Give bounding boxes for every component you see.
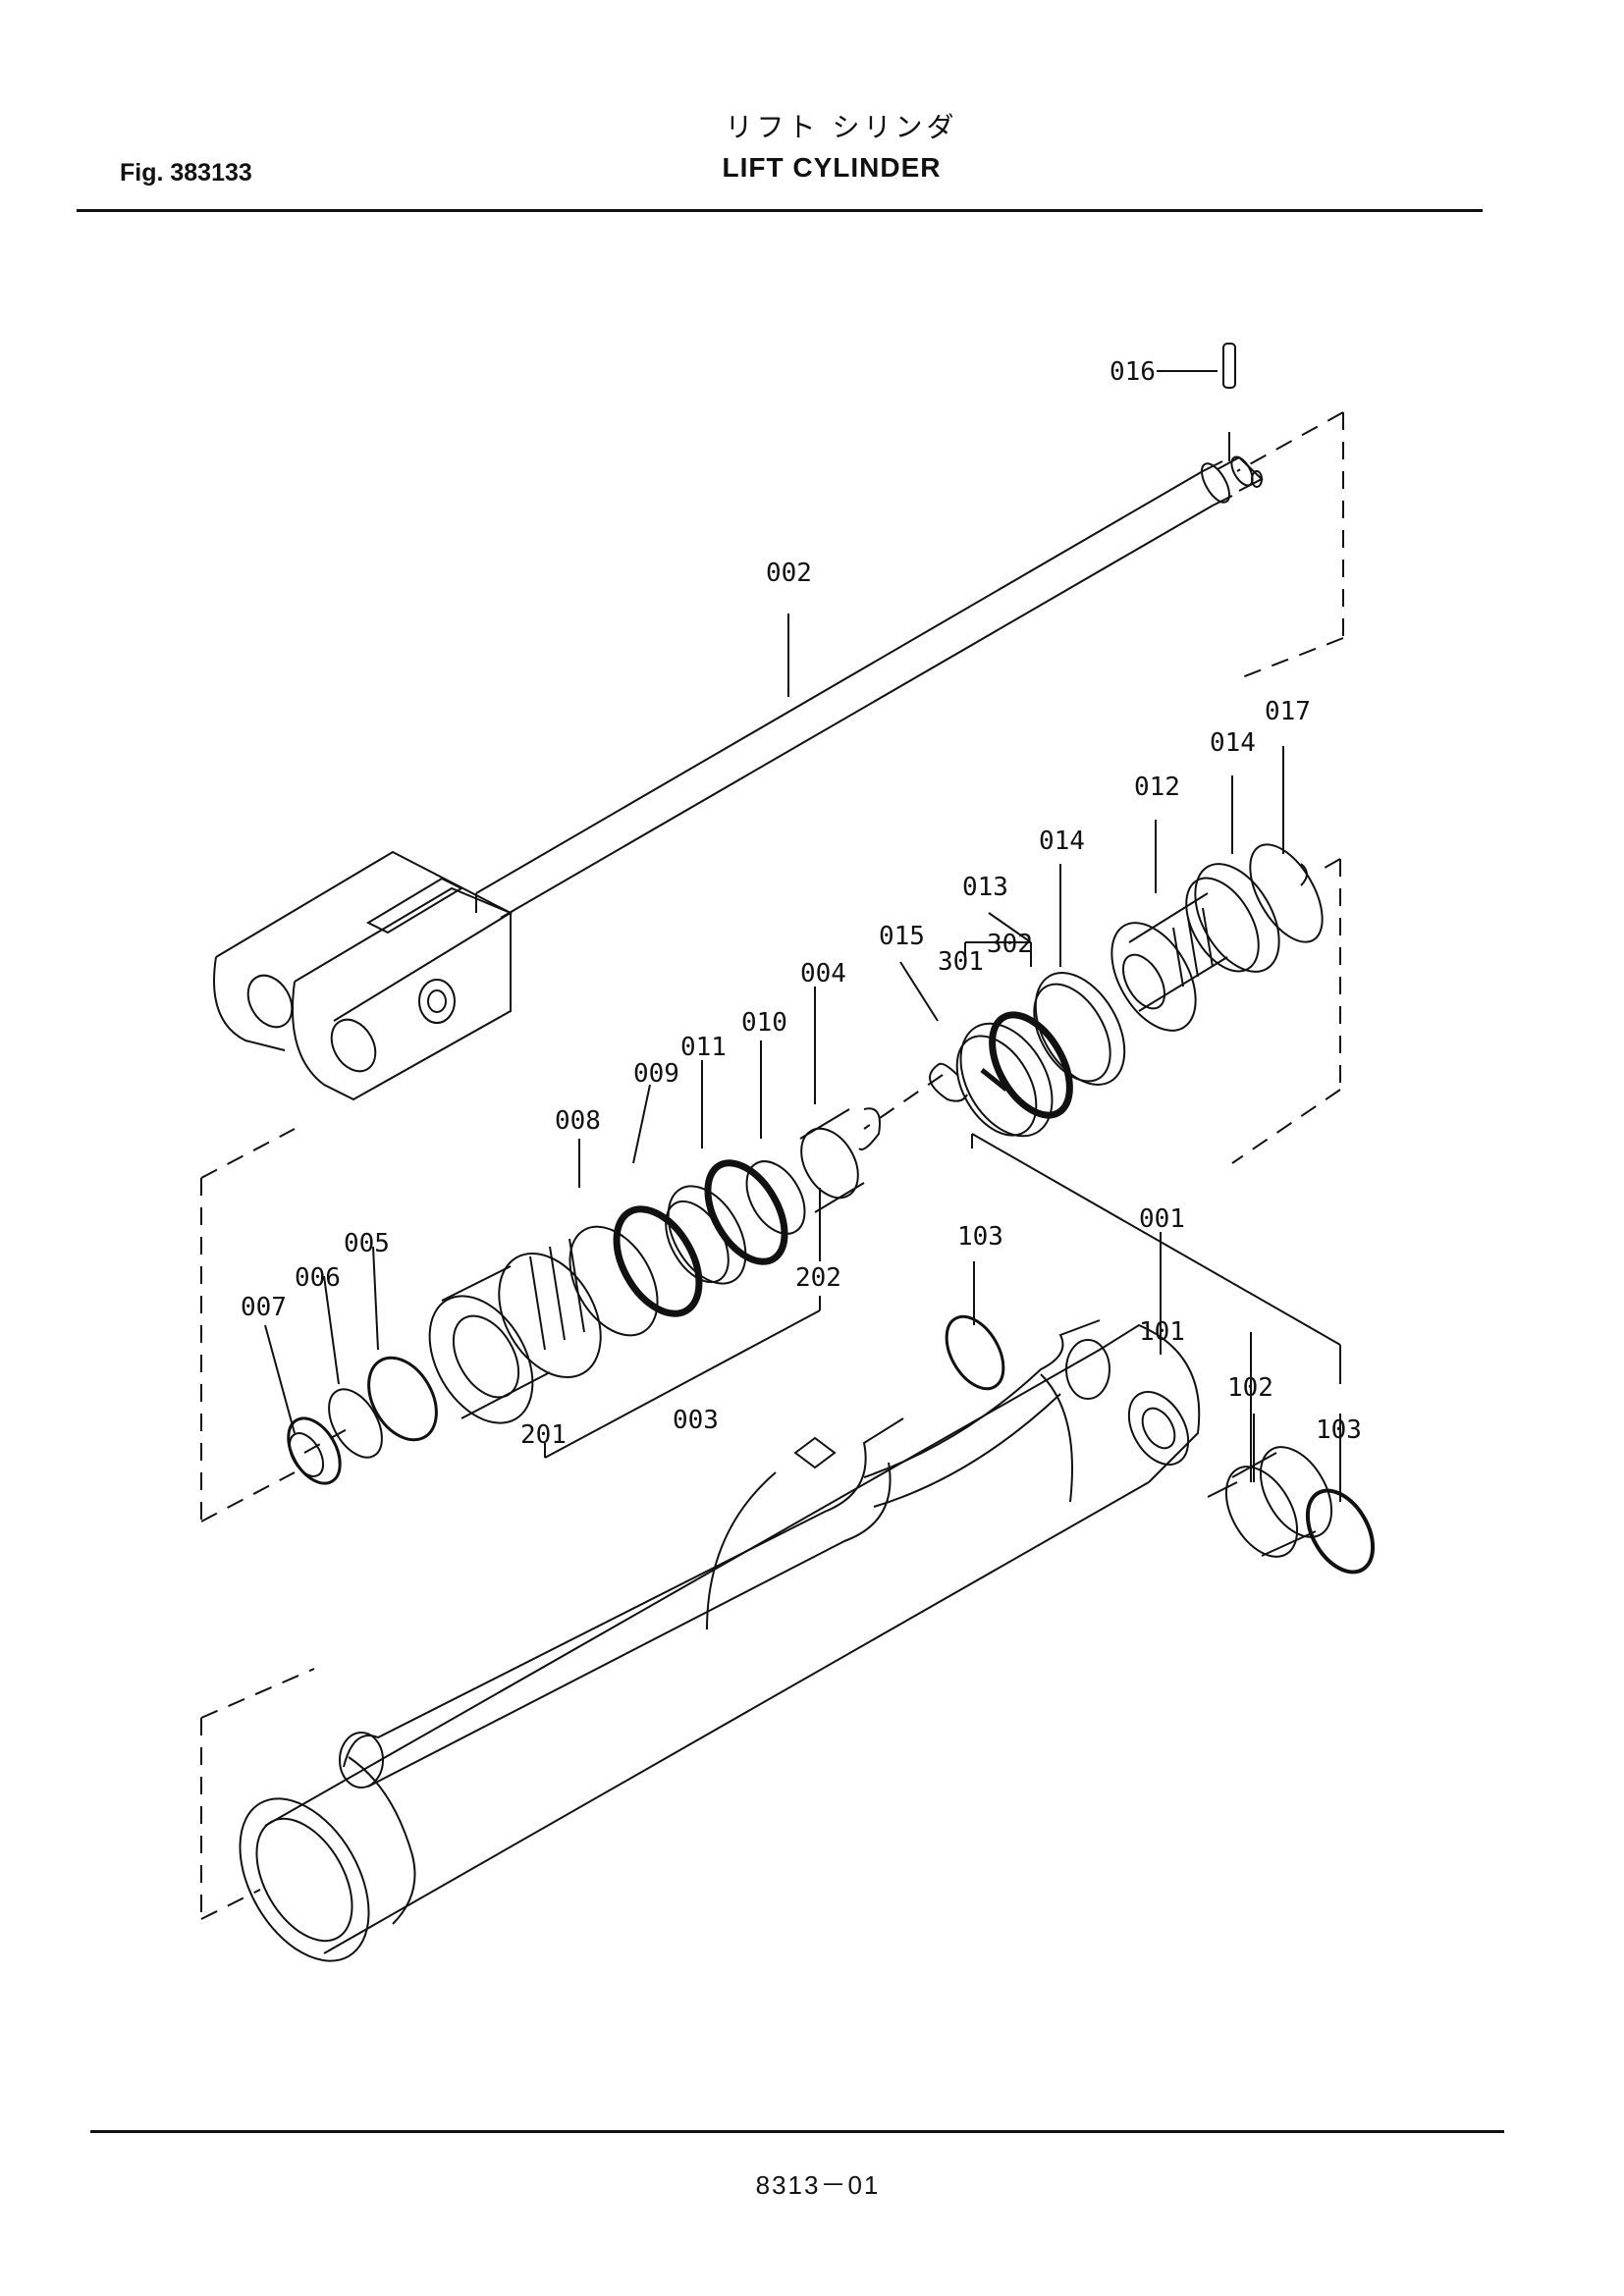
- callout-001: 001: [1139, 1204, 1185, 1234]
- callout-012: 012: [1134, 773, 1180, 802]
- cylinder-head-assembly: [287, 1108, 865, 1485]
- rod-clevis: [213, 850, 514, 1101]
- callout-016: 016: [1110, 357, 1156, 387]
- callout-202: 202: [795, 1263, 841, 1293]
- callout-103-right: 103: [1316, 1415, 1362, 1445]
- callout-201: 201: [520, 1420, 567, 1450]
- callout-301: 301: [938, 947, 984, 977]
- callout-103-left: 103: [957, 1222, 1003, 1252]
- page-title: LIFT CYLINDER: [722, 152, 942, 183]
- callout-007: 007: [241, 1293, 287, 1322]
- callout-006: 006: [295, 1263, 341, 1293]
- page-number: 8313－01: [755, 2170, 881, 2200]
- piston-rod: [475, 432, 1264, 919]
- callout-002: 002: [766, 559, 812, 588]
- figure-number: Fig. 383133: [120, 159, 252, 187]
- callout-011: 011: [680, 1033, 727, 1062]
- callout-013: 013: [962, 873, 1008, 902]
- callout-008: 008: [555, 1106, 601, 1136]
- piston-assembly: [858, 843, 1324, 1150]
- callout-017: 017: [1265, 697, 1311, 726]
- footer-rule: [90, 2130, 1504, 2133]
- callout-014-upper: 014: [1210, 728, 1256, 758]
- header-rule: [77, 209, 1483, 212]
- cylinder-tube: [239, 1319, 1201, 1962]
- pin-016: [1157, 343, 1236, 389]
- bushing-and-seals: [945, 1314, 1376, 1575]
- callout-102: 102: [1227, 1373, 1273, 1403]
- callout-302: 302: [987, 930, 1033, 959]
- callout-005: 005: [344, 1229, 390, 1258]
- callout-004: 004: [800, 959, 846, 988]
- callout-003: 003: [673, 1406, 719, 1435]
- callout-101: 101: [1139, 1317, 1185, 1347]
- assembly-centerlines: [200, 411, 1344, 1920]
- leader-lines: [264, 614, 1341, 1502]
- callout-014-lower: 014: [1039, 827, 1085, 856]
- callout-009: 009: [633, 1059, 679, 1089]
- callout-015: 015: [879, 922, 925, 951]
- callout-010: 010: [741, 1008, 787, 1038]
- title-japanese: リフト シリンダ: [725, 111, 958, 143]
